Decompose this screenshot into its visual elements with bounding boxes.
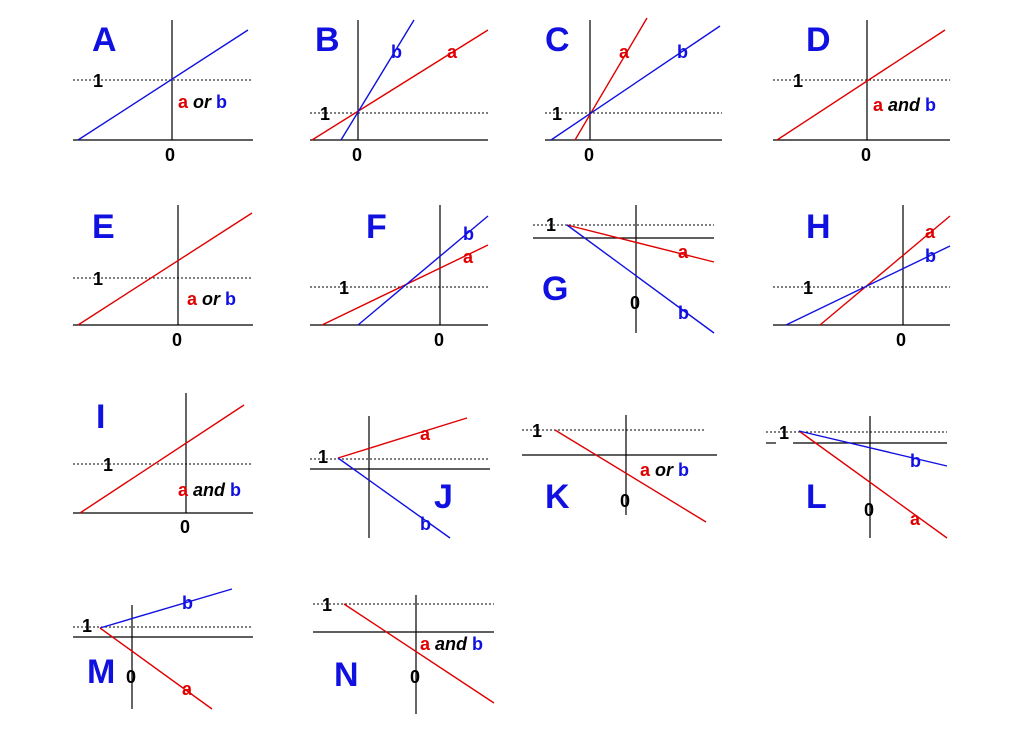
panel-label-L: L [806,478,827,516]
panel-J: J 1 a b [310,416,490,539]
panel-B: B 1 0 b a [310,19,489,165]
tick-one: 1 [103,455,113,475]
tick-zero: 0 [620,491,630,511]
label-b: b [677,42,688,62]
panel-label-G: G [542,270,568,308]
tick-zero: 0 [896,330,906,350]
line-a [311,29,489,141]
panel-label-I: I [96,398,105,436]
panel-label-C: C [545,21,570,59]
line-a [337,417,468,459]
panel-label-F: F [366,208,387,246]
line-ab [554,429,707,523]
panel-label-B: B [315,21,340,59]
tick-one: 1 [552,104,562,124]
label-b: b [182,593,193,613]
tick-zero: 0 [172,330,182,350]
panel-L: L 1 0 b a [766,416,948,539]
label-a: a [925,222,936,242]
label-a: a [463,247,474,267]
label-b: b [910,451,921,471]
label-b: b [463,224,474,244]
line-a [798,430,948,539]
label-b: b [925,246,936,266]
line-ab [343,603,495,704]
tick-zero: 0 [165,145,175,165]
tick-zero: 0 [126,667,136,687]
label-a: a [182,679,193,699]
label-a: a [910,509,921,529]
panel-label-M: M [87,653,115,691]
label-b: b [391,42,402,62]
line-ab [77,212,253,326]
line-ab [776,29,946,141]
line-b [337,457,451,539]
label-a: a [447,42,458,62]
tick-one: 1 [339,278,349,298]
line-ab [77,29,249,141]
tick-one: 1 [793,71,803,91]
panel-label-A: A [92,21,117,59]
tick-zero: 0 [434,330,444,350]
panel-label-J: J [434,478,453,516]
panel-label-H: H [806,208,831,246]
label-b: b [678,303,689,323]
line-b [566,224,715,334]
tick-zero: 0 [864,500,874,520]
label-b: b [420,514,431,534]
line-b [550,25,721,141]
tick-one: 1 [320,104,330,124]
line-a [819,215,951,326]
panel-M: M 1 0 b a [73,588,253,710]
panel-label-N: N [334,656,359,694]
tick-zero: 0 [861,145,871,165]
tick-zero: 0 [630,293,640,313]
tick-zero: 0 [180,517,190,537]
line-b [798,430,948,467]
label-a: a [678,242,689,262]
line-b [357,215,489,326]
tick-zero: 0 [410,667,420,687]
tick-zero: 0 [352,145,362,165]
panel-H: H 1 0 a b [773,205,951,350]
label-a: a [619,42,630,62]
panel-label-D: D [806,21,831,59]
tick-one: 1 [82,616,92,636]
panel-label-E: E [92,208,115,246]
tick-one: 1 [322,595,332,615]
line-ab [79,404,245,514]
panel-C: C 1 0 a b [545,17,722,165]
tick-one: 1 [546,215,556,235]
tick-one: 1 [803,278,813,298]
line-a [99,627,213,710]
line-a [574,17,648,141]
line-b [785,245,951,326]
line-b [340,19,415,141]
tick-one: 1 [779,423,789,443]
panel-label-K: K [545,478,570,516]
tick-zero: 0 [584,145,594,165]
label-a: a [420,424,431,444]
line-a [566,224,715,263]
line-b [99,588,233,629]
tick-one: 1 [318,447,328,467]
tick-one: 1 [93,269,103,289]
panel-G: G 1 0 a b [533,205,715,334]
tick-one: 1 [93,71,103,91]
tick-one: 1 [532,421,542,441]
panel-F: F 1 0 b a [310,205,489,350]
